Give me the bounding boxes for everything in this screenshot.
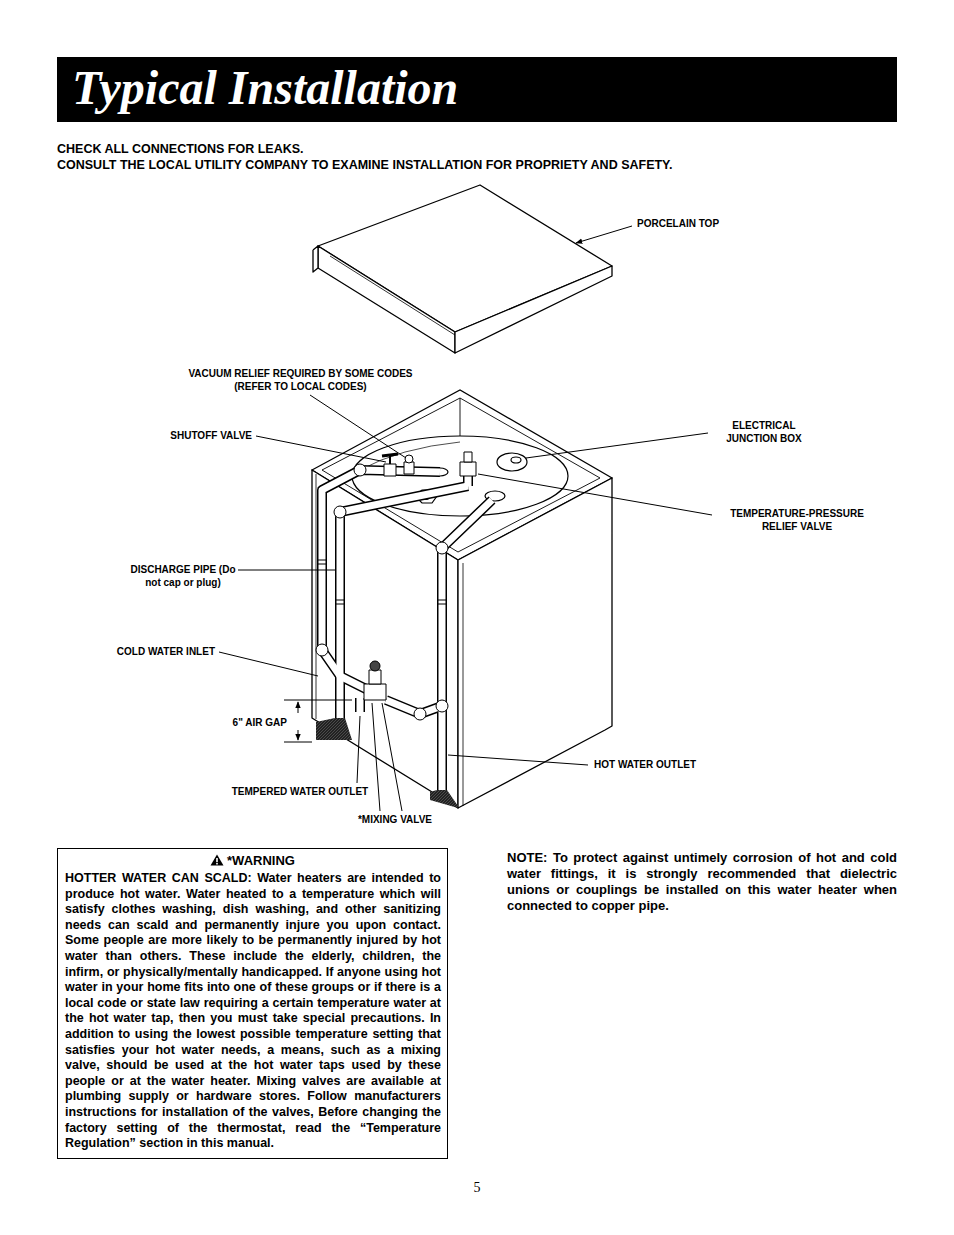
leader-line <box>526 433 708 458</box>
corner-panel-edge <box>463 563 464 806</box>
elbow <box>316 644 328 656</box>
leader-line <box>448 755 588 765</box>
elbow <box>354 464 366 476</box>
back-corner <box>460 398 461 436</box>
warning-text: HOTTER WATER CAN SCALD: Water heaters ar… <box>58 869 447 1158</box>
elbow <box>414 708 426 720</box>
leader-line <box>310 395 406 458</box>
elbow <box>334 506 346 518</box>
hot-end-shadow <box>430 790 458 808</box>
vacuum-relief-cap <box>405 455 413 463</box>
callout-label: *MIXING VALVE <box>320 813 470 826</box>
page-number: 5 <box>457 1180 497 1196</box>
tp-valve <box>460 462 476 476</box>
piping <box>316 452 492 808</box>
mixing-valve-bonnet <box>369 670 381 684</box>
instruction: CHECK ALL CONNECTIONS FOR LEAKS. <box>57 141 897 157</box>
leader-line <box>576 226 632 243</box>
shutoff-valve <box>384 464 396 476</box>
callout-label: VACUUM RELIEF REQUIRED BY SOME CODES (RE… <box>178 367 423 393</box>
top-front-lip <box>318 246 455 353</box>
junction-box <box>497 453 527 471</box>
top-flange <box>313 246 318 272</box>
dimension-tick <box>284 742 312 743</box>
leader-line <box>357 716 360 783</box>
callout-label: COLD WATER INLET <box>80 645 215 658</box>
pipe-coupling <box>438 600 446 604</box>
air-gap-dimension <box>284 700 352 742</box>
mixing-valve-knob <box>370 661 380 671</box>
pipe-coupling <box>336 600 344 604</box>
leader-line <box>382 703 402 811</box>
leader-line <box>372 703 380 811</box>
leader-lines <box>219 226 712 811</box>
leader-line <box>219 652 318 676</box>
dimension-arrow <box>298 730 299 740</box>
callout-label: DISCHARGE PIPE (Do not cap or plug) <box>122 563 244 589</box>
warning-icon <box>210 854 224 866</box>
dimension-arrow <box>298 702 299 713</box>
shutoff-handle-stem <box>389 456 391 464</box>
mixing-valve <box>364 684 386 700</box>
tempered-pipe <box>355 698 365 712</box>
body-text: HOTTER WATER CAN SCALD: Water heaters ar… <box>65 871 441 1150</box>
leader-line <box>478 474 712 515</box>
cabinet <box>312 470 612 808</box>
heading-text: *WARNING <box>227 853 295 868</box>
top-side-edge <box>455 266 612 353</box>
junction-box-knockout <box>511 457 521 463</box>
callout-label: PORCELAIN TOP <box>637 217 767 230</box>
leader-line <box>256 436 386 462</box>
note-text: NOTE: To protect against untimely corros… <box>507 850 897 914</box>
callout-label: ELECTRICAL JUNCTION BOX <box>714 419 814 445</box>
lip-line <box>330 256 455 335</box>
tee <box>436 700 448 712</box>
shutoff-handle <box>382 454 398 456</box>
hot-water-pipe <box>442 500 492 790</box>
leader-line <box>238 570 335 571</box>
dimension-label: 6" AIR GAP <box>190 716 287 729</box>
cabinet-left-face <box>312 470 458 808</box>
porcelain-top <box>313 185 612 353</box>
callout-label: TEMPERED WATER OUTLET <box>205 785 395 798</box>
elbow <box>436 542 448 554</box>
cabinet-right-face <box>458 478 612 808</box>
callout-label: SHUTOFF VALVE <box>120 429 252 442</box>
callout-label: TEMPERATURE-PRESSURE RELIEF VALVE <box>714 507 880 533</box>
discharge-end-shadow <box>316 718 352 740</box>
warning-heading: *WARNING <box>58 849 447 869</box>
vacuum-relief <box>404 462 414 474</box>
tp-valve-lever <box>464 452 472 462</box>
pipe-coupling <box>318 560 326 564</box>
page-title: Typical Installation <box>72 60 458 116</box>
callout-label: HOT WATER OUTLET <box>594 758 744 771</box>
left-panel-edge <box>316 474 317 719</box>
top-surface <box>318 185 612 332</box>
warning-box: *WARNING HOTTER WATER CAN SCALD: Water he… <box>57 848 448 1159</box>
instruction: CONSULT THE LOCAL UTILITY COMPANY TO EXA… <box>57 157 897 173</box>
dimension-tick <box>284 700 352 701</box>
